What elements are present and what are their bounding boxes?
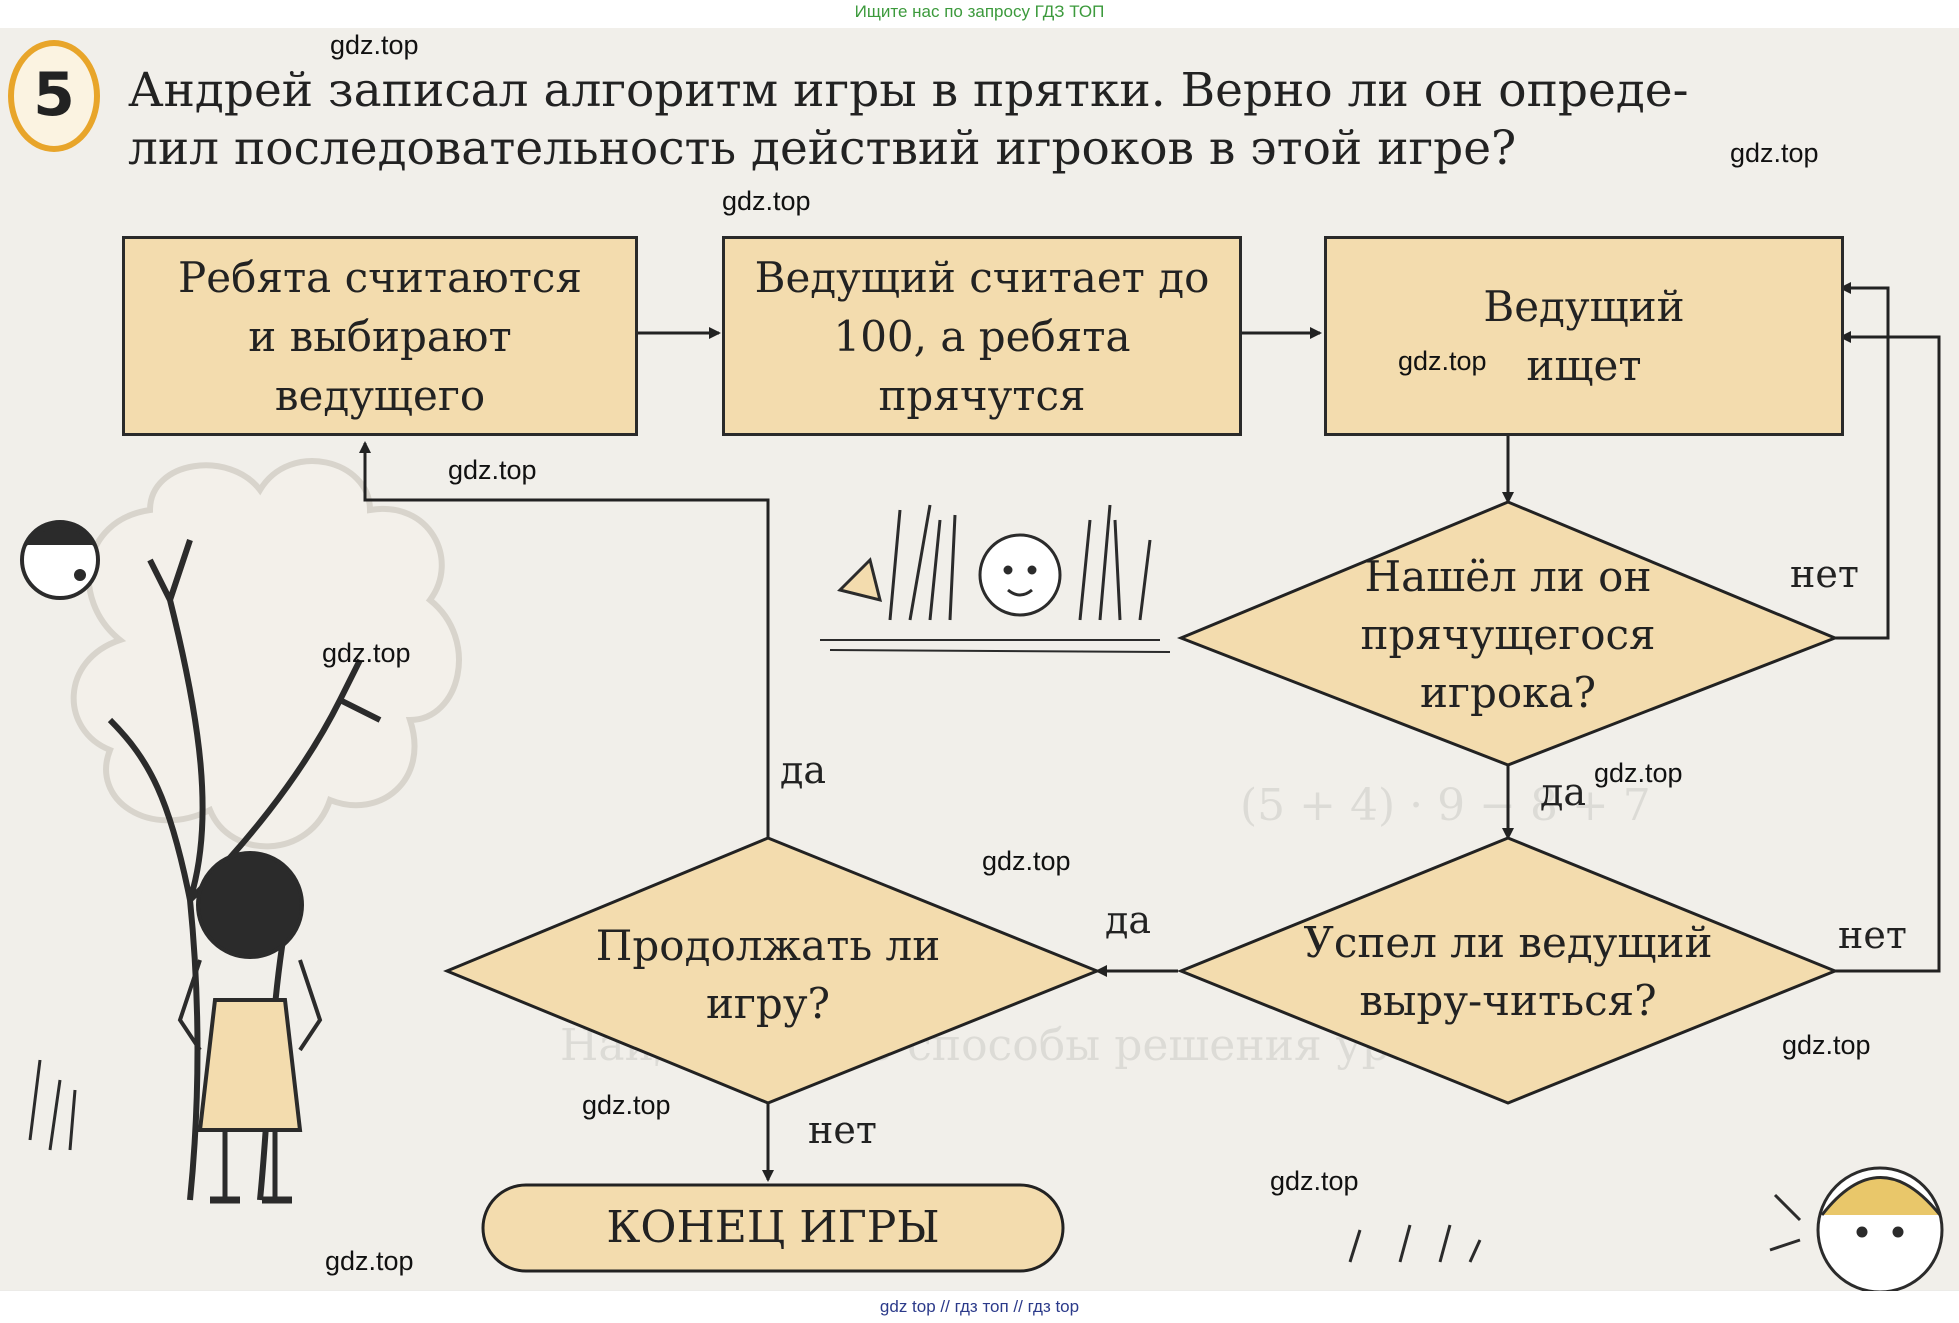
label-release-yes: да xyxy=(1105,898,1152,942)
end-terminal-shape xyxy=(481,1183,1065,1273)
label-continue-no: нет xyxy=(808,1108,877,1152)
svg-text:(5 + 4) · 9 − 8 + 7: (5 + 4) · 9 − 8 + 7 xyxy=(1240,780,1651,831)
watermark: gdz.top xyxy=(448,455,537,485)
watermark: gdz.top xyxy=(325,1246,414,1276)
label-release-no: нет xyxy=(1838,913,1907,957)
step-count-and-hide-text: Ведущий считает до 100, а ребята прячутс… xyxy=(754,252,1210,420)
step-seek-text: Ведущий ищет xyxy=(1483,282,1685,390)
label-found-no: нет xyxy=(1790,552,1859,596)
step-choose-leader-text: Ребята считаются и выбирают ведущего xyxy=(178,252,582,420)
end-terminal-text: КОНЕЦ ИГРЫ xyxy=(606,1202,940,1253)
step-count-and-hide: Ведущий считает до 100, а ребята прячутс… xyxy=(722,236,1242,436)
watermark: gdz.top xyxy=(322,638,411,668)
bottom-banner[interactable]: gdz top // гдз топ // гдз top xyxy=(0,1291,1959,1323)
watermark: gdz.top xyxy=(1594,758,1683,788)
watermark: gdz.top xyxy=(1730,138,1819,168)
girl-face-illustration xyxy=(1348,1166,1944,1294)
task-number-badge: 5 xyxy=(8,40,100,152)
decision-found-shape xyxy=(1176,500,1840,767)
label-continue-yes: да xyxy=(780,748,827,792)
decision-release-shape xyxy=(1177,836,1839,1105)
tree-illustration xyxy=(20,458,462,1204)
decision-release-text: Успел ли ведущий выру-читься? xyxy=(1303,918,1713,1025)
step-seek: Ведущий ищет xyxy=(1324,236,1844,436)
decision-found-text: Нашёл ли он прячущегося игрока? xyxy=(1360,552,1656,717)
top-banner[interactable]: Ищите нас по запросу ГДЗ ТОП xyxy=(0,0,1959,28)
task-line-1: Андрей записал алгоритм игры в прятки. В… xyxy=(128,63,1689,118)
watermark: gdz.top xyxy=(1398,346,1487,376)
task-number: 5 xyxy=(33,60,75,130)
watermark: gdz.top xyxy=(582,1090,671,1120)
boy-in-grass-illustration xyxy=(820,504,1171,653)
step-choose-leader: Ребята считаются и выбирают ведущего xyxy=(122,236,638,436)
watermark: gdz.top xyxy=(1782,1030,1871,1060)
watermark: gdz.top xyxy=(722,186,811,216)
decision-continue-shape xyxy=(443,836,1102,1105)
decision-continue-text: Продолжать ли игру? xyxy=(595,921,941,1028)
watermark: gdz.top xyxy=(330,30,419,60)
label-found-yes: да xyxy=(1540,770,1587,814)
task-line-2: лил последовательность действий игроков … xyxy=(128,121,1517,176)
task-text: Андрей записал алгоритм игры в прятки. В… xyxy=(128,62,1928,178)
watermark: gdz.top xyxy=(982,846,1071,876)
watermark: gdz.top xyxy=(1270,1166,1359,1196)
